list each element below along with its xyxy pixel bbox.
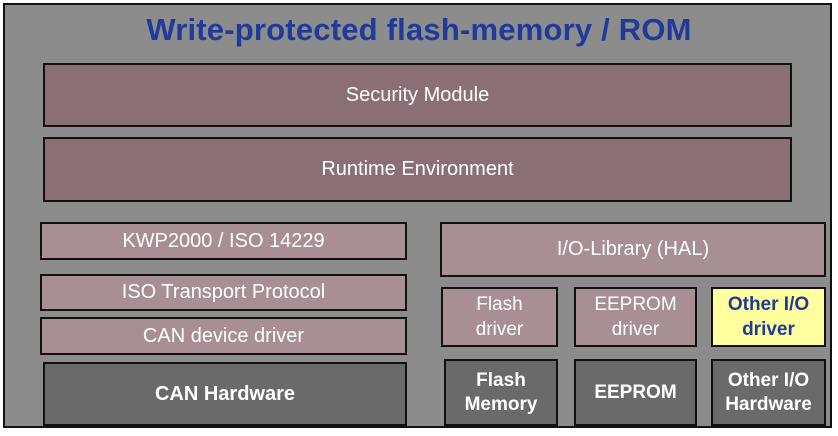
kwp2000-label: KWP2000 / ISO 14229 bbox=[122, 229, 325, 252]
flash-driver-label: Flash driver bbox=[475, 294, 524, 340]
kwp2000-block: KWP2000 / ISO 14229 bbox=[40, 222, 407, 260]
other-io-driver-block: Other I/O driver bbox=[711, 287, 826, 347]
security-module-block: Security Module bbox=[43, 63, 792, 127]
diagram-title: Write-protected flash-memory / ROM bbox=[146, 12, 692, 47]
eeprom-driver-label: EEPROM driver bbox=[594, 294, 677, 340]
flash-memory-block: Flash Memory bbox=[444, 359, 558, 426]
other-io-driver-label: Other I/O driver bbox=[727, 294, 810, 340]
io-library-label: I/O-Library (HAL) bbox=[556, 238, 710, 260]
can-device-driver-block: CAN device driver bbox=[40, 317, 407, 355]
iso-transport-protocol-label: ISO Transport Protocol bbox=[121, 281, 326, 303]
eeprom-label: EEPROM bbox=[594, 381, 677, 403]
eeprom-driver-block: EEPROM driver bbox=[574, 287, 697, 347]
runtime-environment-label: Runtime Environment bbox=[321, 158, 514, 180]
iso-transport-protocol-block: ISO Transport Protocol bbox=[40, 274, 407, 311]
flash-driver-block: Flash driver bbox=[441, 287, 558, 347]
other-io-hardware-label: Other I/O Hardware bbox=[725, 369, 812, 415]
runtime-environment-block: Runtime Environment bbox=[43, 137, 792, 202]
eeprom-block: EEPROM bbox=[574, 359, 697, 426]
can-hardware-label: CAN Hardware bbox=[154, 382, 296, 405]
flash-memory-label: Flash Memory bbox=[464, 369, 538, 415]
can-device-driver-label: CAN device driver bbox=[142, 324, 305, 347]
other-io-hardware-block: Other I/O Hardware bbox=[711, 359, 826, 426]
io-library-block: I/O-Library (HAL) bbox=[440, 222, 826, 277]
can-hardware-block: CAN Hardware bbox=[43, 362, 407, 426]
security-module-label: Security Module bbox=[345, 83, 490, 106]
